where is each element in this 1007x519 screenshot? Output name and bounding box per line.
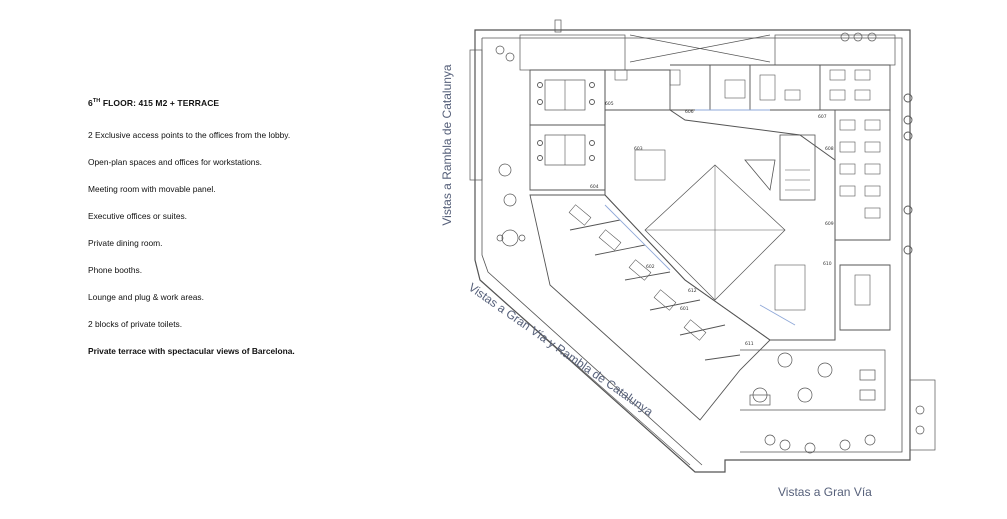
feature-item: Private dining room. <box>88 238 163 248</box>
room-code: 612 <box>688 288 697 294</box>
room-code: 611 <box>745 341 754 347</box>
floor-title: 6TH FLOOR: 415 M2 + TERRACE <box>88 98 388 108</box>
feature-item: Meeting room with movable panel. <box>88 184 216 194</box>
room-code: 608 <box>825 146 834 152</box>
feature-item: 2 Exclusive access points to the offices… <box>88 130 291 140</box>
feature-item: Lounge and plug & work areas. <box>88 292 204 302</box>
rooms-left <box>529 69 671 191</box>
feature-item: Open-plan spaces and offices for worksta… <box>88 157 262 167</box>
rooms-top <box>614 64 891 111</box>
room-code: 602 <box>646 264 655 270</box>
feature-item: Phone booths. <box>88 265 143 275</box>
floor-number: 6 <box>88 98 93 108</box>
room-code: 603 <box>634 146 643 152</box>
core <box>604 109 836 341</box>
room-code: 610 <box>823 261 832 267</box>
room-code: 606 <box>685 109 694 115</box>
terrace-top <box>519 19 896 71</box>
dining-terrace <box>740 349 936 454</box>
feature-list: 2 Exclusive access points to the offices… <box>88 130 388 373</box>
room-code: 601 <box>680 306 689 312</box>
building-outline <box>474 29 911 473</box>
glass-partitions <box>604 109 796 326</box>
room-code: 605 <box>605 101 614 107</box>
feature-item: Executive offices or suites. <box>88 211 187 221</box>
room-code: 609 <box>825 221 834 227</box>
diagonal-rooms <box>529 194 771 421</box>
room-code: 607 <box>818 114 827 120</box>
rooms-right <box>834 93 913 331</box>
floor-plan: 605 604 606 607 608 609 610 611 612 601 … <box>469 19 936 473</box>
floor-ordinal: TH <box>92 98 101 105</box>
left-terrace <box>469 45 526 247</box>
view-label-granvia: Vistas a Gran Vía <box>778 485 872 499</box>
room-codes: 605 604 606 607 608 609 610 611 612 601 … <box>590 101 834 347</box>
feature-item: Private terrace with spectacular views o… <box>88 346 295 356</box>
room-code: 604 <box>590 184 599 190</box>
floor-area: FLOOR: 415 M2 + TERRACE <box>100 98 220 108</box>
description-panel: 6TH FLOOR: 415 M2 + TERRACE 2 Exclusive … <box>88 98 388 373</box>
view-label-rambla: Vistas a Rambla de Catalunya <box>440 64 454 226</box>
feature-item: 2 blocks of private toilets. <box>88 319 183 329</box>
